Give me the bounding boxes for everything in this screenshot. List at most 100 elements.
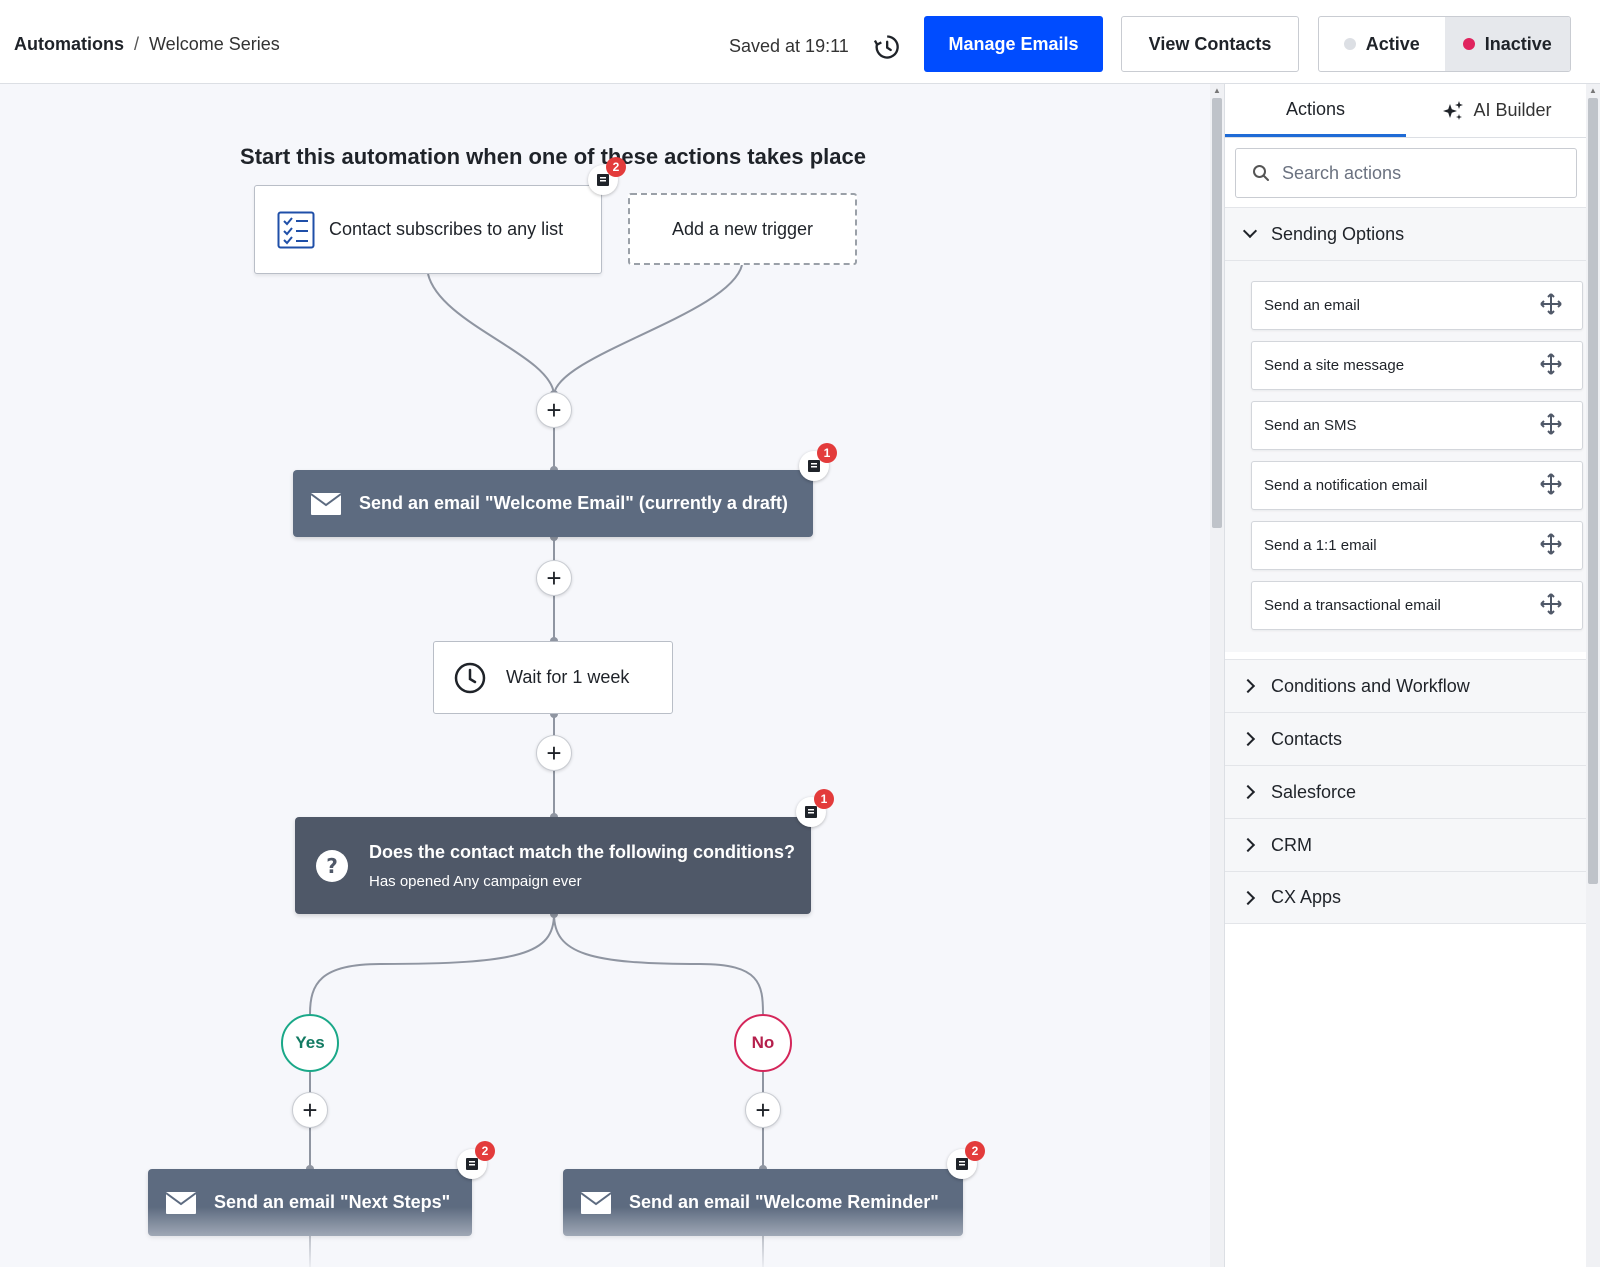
sparkle-icon <box>1443 100 1464 120</box>
manage-emails-button[interactable]: Manage Emails <box>924 16 1103 72</box>
panel-tabs: Actions AI Builder <box>1225 84 1587 138</box>
move-icon[interactable] <box>1540 412 1562 439</box>
status-inactive-option[interactable]: Inactive <box>1444 17 1570 71</box>
wait-step[interactable]: Wait for 1 week <box>433 641 673 714</box>
tab-actions[interactable]: Actions <box>1225 84 1406 137</box>
chevron-right-icon <box>1240 837 1256 853</box>
action-item-send-email[interactable]: Send an email <box>1251 281 1583 330</box>
move-icon[interactable] <box>1540 532 1562 559</box>
add-step-button[interactable]: + <box>292 1092 328 1128</box>
move-icon[interactable] <box>1540 292 1562 319</box>
notes-count-badge: 2 <box>606 157 626 177</box>
section-label: Contacts <box>1271 728 1343 749</box>
inactive-dot-icon <box>1462 38 1475 50</box>
condition-step[interactable]: ? Does the contact match the following c… <box>295 817 811 914</box>
envelope-icon <box>581 1191 611 1214</box>
section-salesforce[interactable]: Salesforce <box>1225 765 1587 818</box>
chevron-down-icon <box>1242 223 1258 239</box>
chevron-right-icon <box>1240 890 1256 905</box>
search-icon <box>1253 165 1269 181</box>
status-active-label: Active <box>1365 33 1420 54</box>
notes-count-badge: 2 <box>475 1141 495 1161</box>
checklist-icon <box>277 211 315 248</box>
saved-status: Saved at 19:11 <box>729 36 849 56</box>
email-step-welcome-reminder[interactable]: Send an email "Welcome Reminder" <box>563 1169 963 1236</box>
email2-notes-button[interactable]: 2 <box>457 1141 495 1179</box>
panel-scrollbar[interactable]: ▲ <box>1586 84 1600 1267</box>
note-icon <box>805 806 817 818</box>
no-branch[interactable]: No <box>734 1014 792 1072</box>
action-label: Send a notification email <box>1264 477 1428 494</box>
condition-text: Does the contact match the following con… <box>369 842 795 890</box>
email-step-label: Send an email "Welcome Email" (currently… <box>359 493 788 513</box>
workflow-canvas[interactable]: Start this automation when one of these … <box>0 84 1210 1267</box>
chevron-right-icon <box>1240 731 1256 747</box>
note-icon <box>597 174 609 186</box>
status-active-option[interactable]: Active <box>1319 17 1445 71</box>
add-step-button[interactable]: + <box>536 392 572 428</box>
envelope-icon <box>166 1191 196 1214</box>
breadcrumb-separator: / <box>134 34 140 54</box>
history-icon[interactable] <box>872 33 900 61</box>
canvas-scrollbar-thumb[interactable] <box>1212 98 1222 528</box>
action-label: Send a 1:1 email <box>1264 537 1377 554</box>
status-inactive-label: Inactive <box>1484 33 1552 54</box>
chevron-right-icon <box>1240 784 1256 800</box>
notes-count-badge: 1 <box>817 443 837 463</box>
search-actions-input[interactable] <box>1282 162 1552 184</box>
tab-ai-builder-label: AI Builder <box>1473 100 1552 120</box>
panel-scrollbar-thumb[interactable] <box>1588 98 1598 884</box>
condition-subtitle: Has opened Any campaign ever <box>369 872 582 890</box>
section-label: Conditions and Workflow <box>1271 675 1470 696</box>
sending-actions-list: Send an email Send a site message Send a… <box>1225 260 1587 652</box>
scroll-up-arrow-icon[interactable]: ▲ <box>1589 86 1597 95</box>
email-step-welcome[interactable]: Send an email "Welcome Email" (currently… <box>293 470 813 537</box>
breadcrumb-automations-link[interactable]: Automations <box>14 34 124 54</box>
note-icon <box>808 460 820 472</box>
active-dot-icon <box>1343 38 1356 50</box>
action-label: Send an SMS <box>1264 417 1357 434</box>
clock-icon <box>454 662 486 693</box>
add-trigger-button[interactable]: Add a new trigger <box>628 193 857 265</box>
envelope-icon <box>311 492 341 515</box>
trigger-heading: Start this automation when one of these … <box>240 144 866 169</box>
section-crm[interactable]: CRM <box>1225 818 1587 871</box>
yes-branch[interactable]: Yes <box>281 1014 339 1072</box>
email3-notes-button[interactable]: 2 <box>947 1141 985 1179</box>
add-step-button[interactable]: + <box>536 560 572 596</box>
section-contacts[interactable]: Contacts <box>1225 712 1587 765</box>
section-label: Sending Options <box>1271 223 1405 244</box>
svg-text:?: ? <box>326 854 338 878</box>
email1-notes-button[interactable]: 1 <box>799 443 837 481</box>
section-sending-options[interactable]: Sending Options <box>1225 207 1587 260</box>
trigger-notes-button[interactable]: 2 <box>588 157 626 195</box>
trigger-node[interactable]: Contact subscribes to any list <box>254 185 602 274</box>
view-contacts-button[interactable]: View Contacts <box>1121 16 1299 72</box>
action-item-send-sms[interactable]: Send an SMS <box>1251 401 1583 450</box>
add-step-button[interactable]: + <box>745 1092 781 1128</box>
action-item-send-1to1-email[interactable]: Send a 1:1 email <box>1251 521 1583 570</box>
email-step-next-steps[interactable]: Send an email "Next Steps" <box>148 1169 472 1236</box>
add-step-button[interactable]: + <box>536 735 572 771</box>
move-icon[interactable] <box>1540 352 1562 379</box>
action-item-send-transactional-email[interactable]: Send a transactional email <box>1251 581 1583 630</box>
actions-panel: Actions AI Builder Sending Options Send … <box>1224 84 1587 1267</box>
action-label: Send a transactional email <box>1264 597 1441 614</box>
breadcrumb-current: Welcome Series <box>149 34 280 54</box>
section-cx-apps[interactable]: CX Apps <box>1225 871 1587 924</box>
condition-notes-button[interactable]: 1 <box>796 789 834 827</box>
action-item-send-notification-email[interactable]: Send a notification email <box>1251 461 1583 510</box>
scroll-up-arrow-icon[interactable]: ▲ <box>1213 86 1221 95</box>
section-conditions-workflow[interactable]: Conditions and Workflow <box>1225 659 1587 712</box>
condition-title: Does the contact match the following con… <box>369 841 796 862</box>
action-item-send-site-message[interactable]: Send a site message <box>1251 341 1583 390</box>
action-label: Send an email <box>1264 297 1360 314</box>
tab-ai-builder[interactable]: AI Builder <box>1406 84 1587 137</box>
wait-step-label: Wait for 1 week <box>506 667 630 687</box>
breadcrumb: Automations / Welcome Series <box>14 34 280 55</box>
notes-count-badge: 2 <box>965 1141 985 1161</box>
canvas-scrollbar[interactable]: ▲ <box>1210 84 1224 1267</box>
move-icon[interactable] <box>1540 592 1562 619</box>
action-label: Send a site message <box>1264 357 1405 374</box>
move-icon[interactable] <box>1540 472 1562 499</box>
